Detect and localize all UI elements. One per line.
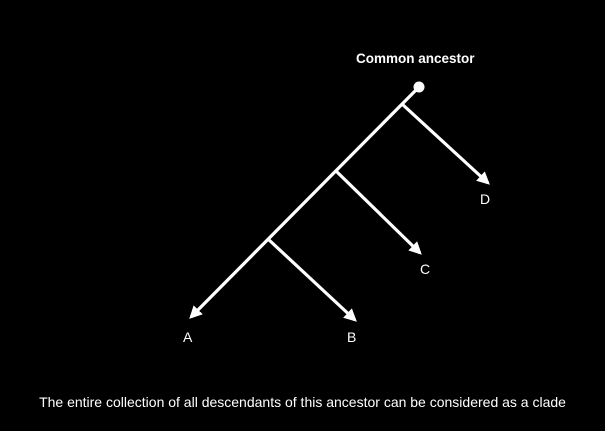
branch-to-b (266, 237, 357, 322)
caption-text: The entire collection of all descendants… (39, 394, 566, 410)
tip-label-b: B (347, 329, 357, 345)
tip-label-a: A (183, 329, 193, 345)
branch-to-d (400, 102, 490, 185)
branch-to-c (334, 169, 422, 255)
tip-label-d: D (480, 191, 491, 207)
branch-to-a (189, 85, 421, 319)
tip-label-c: C (420, 261, 431, 277)
common-ancestor-node (413, 81, 425, 93)
common-ancestor-label: Common ancestor (356, 51, 475, 66)
